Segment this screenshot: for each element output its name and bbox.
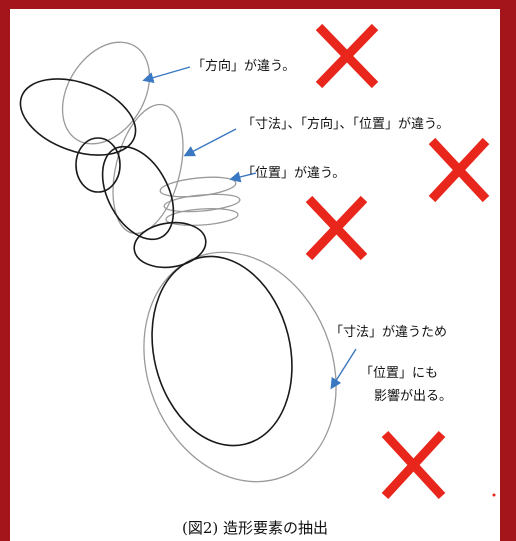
annotation-size-influence-line-1: 「寸法」が違うため bbox=[330, 325, 448, 340]
dark-ellipse-top bbox=[19, 78, 137, 156]
red-x-icon bbox=[381, 430, 446, 500]
annotation-size-influence-line-2: 「位置」にも bbox=[360, 366, 439, 381]
extracted-shapes bbox=[19, 78, 293, 447]
dark-ellipse-small bbox=[75, 137, 121, 193]
red-x-icon bbox=[315, 23, 379, 89]
dark-ellipse-mid bbox=[101, 145, 175, 241]
ghost-ellipse-flat-3 bbox=[165, 207, 239, 227]
reference-shapes bbox=[61, 41, 337, 483]
annotation-size-influence-line-3: 影響が出る。 bbox=[374, 389, 453, 404]
annotation-size-direction-position: 「寸法」、「方向」、「位置」が違う。 bbox=[242, 117, 450, 132]
ellipse-diagram bbox=[19, 23, 496, 500]
dark-ellipse-large bbox=[151, 255, 293, 447]
figure-canvas: 「方向」が違う。 「寸法」、「方向」、「位置」が違う。 「位置」が違う。 「寸法… bbox=[10, 9, 500, 541]
pointer-arrows bbox=[142, 66, 357, 390]
annotation-direction: 「方向」が違う。 bbox=[192, 59, 296, 74]
figure-caption: (図2) 造形要素の抽出 bbox=[181, 519, 329, 537]
ghost-ellipse-flat-2 bbox=[163, 193, 241, 213]
red-x-icon bbox=[428, 137, 490, 203]
ghost-ellipse-large bbox=[143, 251, 337, 483]
ghost-ellipse-top bbox=[61, 41, 151, 145]
rejection-marks bbox=[305, 23, 490, 500]
ghost-ellipse-middle bbox=[112, 103, 184, 235]
red-dot-mark bbox=[492, 493, 496, 497]
dark-ellipse-lower bbox=[133, 221, 207, 269]
annotation-position: 「位置」が違う。 bbox=[242, 166, 346, 181]
blue-arrow-icon bbox=[183, 128, 237, 157]
blue-arrow-icon bbox=[229, 171, 257, 183]
red-x-icon bbox=[305, 195, 368, 261]
blue-arrow-icon bbox=[142, 66, 191, 84]
blue-arrow-icon bbox=[330, 348, 357, 390]
ghost-ellipse-flat-1 bbox=[159, 176, 237, 198]
